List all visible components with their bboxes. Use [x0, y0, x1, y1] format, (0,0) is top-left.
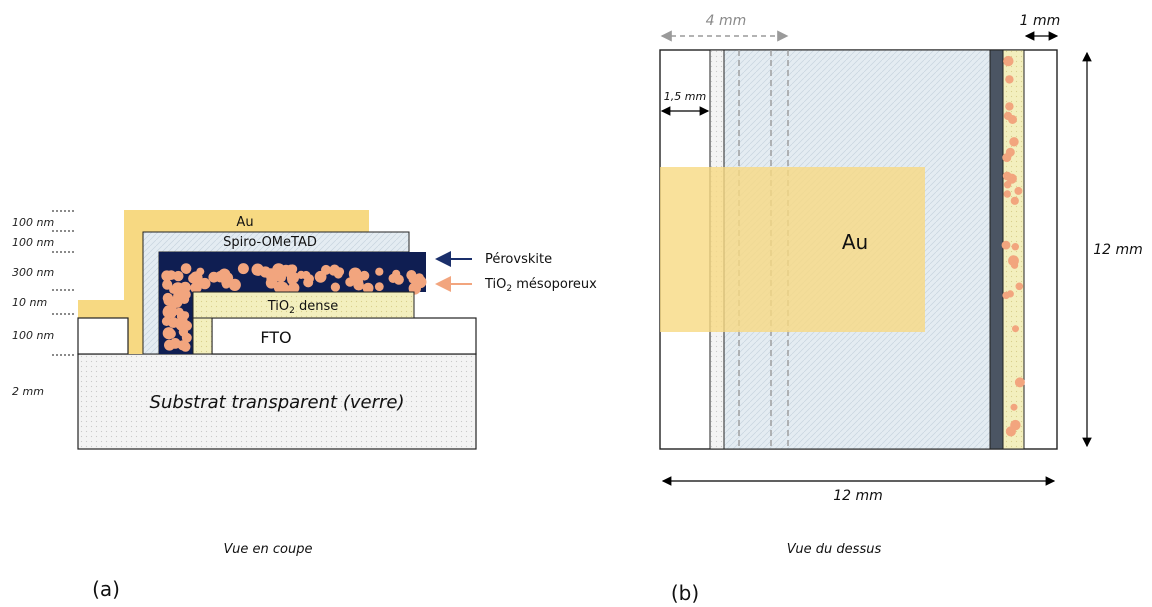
- particle: [1009, 137, 1019, 147]
- panel-b-letter: (b): [671, 581, 699, 605]
- top-view-gold-contact: [660, 167, 925, 332]
- particle: [1003, 55, 1014, 67]
- particle: [335, 267, 345, 277]
- particle: [321, 264, 331, 275]
- panel-a-caption: Vue en coupe: [224, 542, 313, 557]
- top-view-dashed-guides: [738, 50, 789, 449]
- tio2-meso-annotation: TiO2 mésoporeux: [484, 277, 597, 294]
- panel-b-top-view: Au 4 mm 1 mm 1,5 mm 12 mm 12 mm Vue du d…: [659, 13, 1143, 605]
- particle: [330, 282, 340, 292]
- particle: [1006, 173, 1017, 184]
- particle: [161, 270, 173, 282]
- panel-b-caption: Vue du dessus: [787, 542, 882, 557]
- particle: [218, 268, 231, 281]
- particle: [272, 263, 285, 277]
- particle: [190, 282, 202, 294]
- gold-contact-shape: [78, 210, 369, 354]
- dim-1mm-label: 1 mm: [1020, 13, 1061, 29]
- thickness-guides: [52, 210, 76, 356]
- particle: [199, 277, 211, 290]
- particle: [1014, 377, 1025, 388]
- tio2-dense-layer: [192, 291, 415, 319]
- particle: [162, 305, 176, 318]
- particle: [1005, 102, 1014, 111]
- particle: [1012, 325, 1019, 333]
- particle: [259, 266, 271, 278]
- particle: [228, 278, 241, 291]
- thickness-label-tio2: 10 nm: [12, 296, 47, 309]
- particle: [288, 282, 300, 294]
- spiro-label: Spiro-OMeTAD: [223, 235, 317, 250]
- particle: [375, 267, 384, 276]
- substrate-label: Substrat transparent (verre): [150, 392, 405, 413]
- perovskite-annotation: Pérovskite: [485, 252, 552, 267]
- top-view-perovskite-edge: [989, 49, 1004, 450]
- particle: [1006, 290, 1014, 298]
- fto-label: FTO: [260, 328, 291, 347]
- particle: [362, 282, 374, 294]
- particle: [345, 277, 355, 287]
- fto-layer: [211, 317, 477, 355]
- particle: [303, 277, 314, 288]
- particle: [221, 280, 231, 289]
- particle: [408, 275, 417, 284]
- particle: [1005, 75, 1014, 84]
- particle: [180, 311, 190, 320]
- particle: [393, 274, 404, 285]
- thickness-label-perovskite: 300 nm: [12, 266, 54, 279]
- thickness-label-au: 100 nm: [12, 216, 54, 229]
- particle: [196, 267, 205, 276]
- thickness-label-substrate: 2 mm: [12, 385, 44, 398]
- gold-label: Au: [236, 215, 253, 230]
- particle: [1015, 282, 1024, 291]
- particle: [1003, 190, 1011, 198]
- dim-12mm-vertical-label: 12 mm: [1093, 242, 1143, 258]
- dim-1-5mm-label: 1,5 mm: [664, 90, 706, 103]
- particle: [163, 296, 173, 306]
- particle: [168, 317, 179, 328]
- mesoporous-tio2-particles: [161, 263, 427, 352]
- substrate-layer: [77, 353, 477, 450]
- particle: [237, 263, 249, 275]
- thickness-labels: 100 nm 100 nm 300 nm 10 nm 100 nm 2 mm: [12, 216, 54, 398]
- particle: [353, 279, 365, 291]
- thickness-label-fto: 100 nm: [12, 329, 54, 342]
- tio2-dense-side: [192, 317, 213, 355]
- fto-left-block: [77, 317, 129, 355]
- particle: [173, 270, 184, 282]
- dim-12mm-horizontal-label: 12 mm: [833, 488, 883, 504]
- particle: [1011, 243, 1019, 251]
- particle: [416, 278, 425, 287]
- particle: [1014, 186, 1023, 195]
- particle: [162, 327, 175, 340]
- particle: [162, 279, 173, 290]
- particle: [359, 270, 370, 281]
- particle: [188, 273, 199, 284]
- particle: [1008, 255, 1019, 267]
- particle: [374, 282, 384, 291]
- particle: [1010, 419, 1021, 431]
- particle: [164, 339, 175, 351]
- tio2-dense-label: TiO2 dense: [267, 299, 339, 316]
- particle: [273, 281, 286, 294]
- panel-a-cross-section: 100 nm 100 nm 300 nm 10 nm 100 nm 2 mm S…: [12, 210, 597, 601]
- top-view-edge-particles: [1001, 55, 1025, 437]
- particle: [1003, 111, 1013, 121]
- particle: [173, 290, 185, 303]
- particle: [1002, 153, 1012, 163]
- particle: [1001, 240, 1011, 250]
- particle: [297, 270, 306, 279]
- particle: [181, 265, 191, 274]
- particle: [286, 264, 296, 275]
- dim-4mm-label: 4 mm: [706, 13, 747, 29]
- particle: [1010, 403, 1018, 411]
- top-view-au-label: Au: [842, 230, 868, 254]
- thickness-label-spiro: 100 nm: [12, 236, 54, 249]
- particle: [177, 340, 188, 351]
- particle: [1010, 196, 1019, 205]
- panel-a-letter: (a): [92, 577, 120, 601]
